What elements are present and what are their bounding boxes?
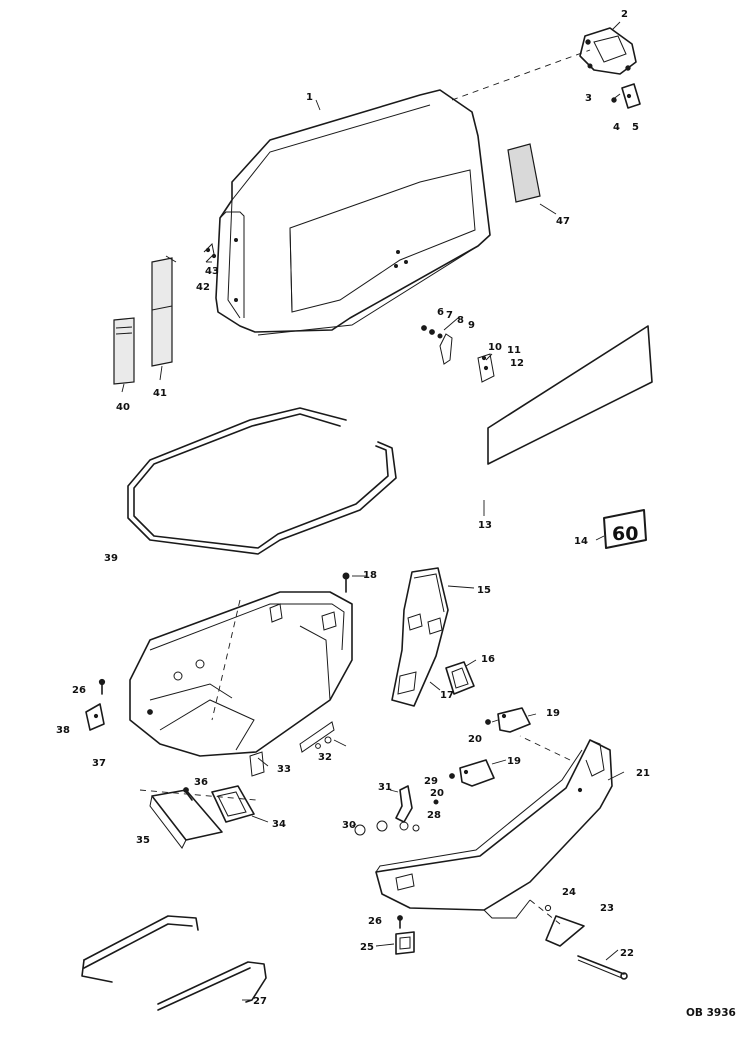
plate-part-23 (545, 915, 585, 947)
screw-part-20-lower (449, 773, 455, 779)
callout-43: 43 (205, 266, 219, 277)
callout-25: 25 (360, 942, 374, 953)
decal-part-14 (603, 509, 647, 549)
decal-part-40 (113, 317, 135, 385)
callout-18: 18 (363, 570, 377, 581)
callout-29: 29 (424, 776, 438, 787)
bracket-part-5 (621, 83, 641, 109)
callout-10: 10 (488, 342, 502, 353)
callout-39: 39 (104, 553, 118, 564)
washer-part-28 (412, 824, 420, 832)
callout-14: 14 (574, 536, 588, 547)
callout-15: 15 (477, 585, 491, 596)
callout-31: 31 (378, 782, 392, 793)
cowl-mount-part-2 (579, 27, 637, 75)
callout-1: 1 (306, 92, 313, 103)
callout-24: 24 (562, 887, 576, 898)
bolt-part-22 (577, 955, 628, 980)
top-cowl (215, 89, 491, 336)
callout-35: 35 (136, 835, 150, 846)
decal-part-47 (507, 143, 541, 203)
callout-20-upper: 20 (468, 734, 482, 745)
callout-41: 41 (153, 388, 167, 399)
fastener-part-32 (315, 736, 347, 749)
bracket-part-38 (85, 703, 105, 731)
screw-part-26-lower (397, 915, 403, 929)
callout-26-left: 26 (72, 685, 86, 696)
callout-28: 28 (427, 810, 441, 821)
callout-6: 6 (437, 307, 444, 318)
callout-9: 9 (468, 320, 475, 331)
callout-3: 3 (585, 93, 592, 104)
handle-part-27 (81, 915, 267, 1011)
callout-36: 36 (194, 777, 208, 788)
callout-22: 22 (620, 948, 634, 959)
seal-part-39 (127, 407, 397, 555)
linkage-part-31 (395, 785, 413, 831)
screw-part-29 (433, 799, 439, 805)
screw-part-18 (342, 572, 350, 593)
callout-32: 32 (318, 752, 332, 763)
callout-13: 13 (478, 520, 492, 531)
callout-19-lower: 19 (507, 756, 521, 767)
callout-40: 40 (116, 402, 130, 413)
callout-37: 37 (92, 758, 106, 769)
diagram-code: OB 3936 (686, 1007, 736, 1019)
decal-part-41 (151, 257, 173, 367)
callout-23: 23 (600, 903, 614, 914)
callout-8: 8 (457, 315, 464, 326)
callout-34: 34 (272, 819, 286, 830)
screw-part-36 (183, 787, 193, 801)
callout-27: 27 (253, 996, 267, 1007)
callout-12: 12 (510, 358, 524, 369)
callout-4: 4 (613, 122, 620, 133)
bottom-cowl-part-33 (129, 591, 353, 777)
bracket-part-19-upper (497, 707, 531, 733)
callout-42: 42 (196, 282, 210, 293)
grommet-part-34 (211, 785, 255, 823)
callout-20-lower: 20 (430, 788, 444, 799)
rivet-part-37 (147, 709, 153, 715)
washer-part-24 (544, 904, 552, 912)
bottom-cowl-part-21 (375, 739, 613, 919)
callout-2: 2 (621, 9, 628, 20)
callout-26-lower: 26 (368, 916, 382, 927)
bracket-part-19-lower (459, 759, 495, 787)
callout-38: 38 (56, 725, 70, 736)
callout-21: 21 (636, 768, 650, 779)
leader-lines (121, 21, 625, 1001)
grommet-part-25 (395, 931, 415, 955)
callout-47: 47 (556, 216, 570, 227)
callout-5: 5 (632, 122, 639, 133)
callout-19-upper: 19 (546, 708, 560, 719)
bracket-part-15 (391, 567, 449, 707)
knob-part-30 (354, 820, 388, 836)
callout-30: 30 (342, 820, 356, 831)
callout-labels: 1 2 3 4 5 6 7 8 9 10 11 12 13 14 15 16 1… (56, 9, 650, 1007)
screw-part-26-left (98, 678, 106, 695)
latch-hardware (421, 325, 495, 383)
callout-33: 33 (277, 764, 291, 775)
callout-7: 7 (446, 310, 453, 321)
callout-17: 17 (440, 690, 454, 701)
callout-16: 16 (481, 654, 495, 665)
callout-11: 11 (507, 345, 521, 356)
decal-part-13 (487, 325, 653, 465)
bracket-part-35 (149, 789, 223, 849)
screw-part-20-upper (485, 719, 491, 725)
grommet-part-16 (445, 661, 475, 695)
decal-14-label: 60 (612, 523, 638, 545)
